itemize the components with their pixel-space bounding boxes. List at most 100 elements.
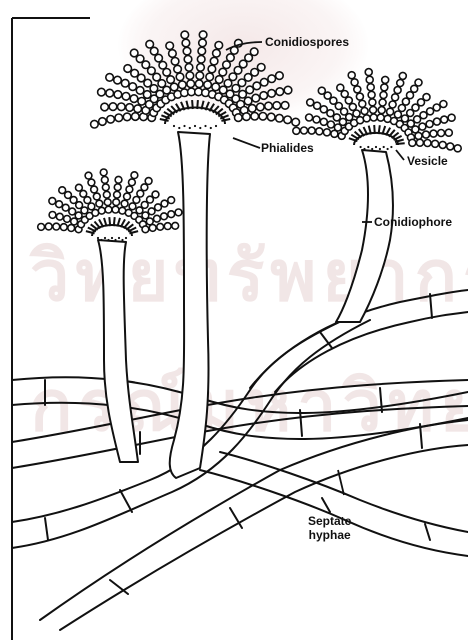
conidiospore bbox=[377, 114, 384, 121]
conidiospore bbox=[392, 94, 399, 101]
conidiospore bbox=[122, 93, 130, 101]
conidiospore bbox=[114, 184, 121, 191]
vesicle-dot bbox=[204, 125, 206, 127]
conidiospore bbox=[246, 86, 254, 94]
conidiospore bbox=[323, 129, 330, 136]
conidiospore bbox=[124, 193, 131, 200]
conidiospore bbox=[416, 139, 423, 146]
conidiospore bbox=[170, 83, 178, 91]
conidiospore bbox=[265, 102, 273, 110]
conidiospore bbox=[101, 177, 108, 184]
conidiospore bbox=[244, 97, 252, 105]
conidiospore bbox=[104, 199, 111, 206]
conidiospore bbox=[370, 114, 377, 121]
conidiospore bbox=[349, 103, 356, 110]
label-phialides: Phialides bbox=[261, 141, 314, 155]
conidiospore bbox=[227, 54, 235, 62]
label-conidiospores: Conidiospores bbox=[265, 35, 349, 49]
vesicle-dot bbox=[387, 148, 389, 150]
conidiospore bbox=[126, 186, 133, 193]
conidiospore bbox=[91, 120, 99, 128]
vesicle-dot bbox=[371, 148, 373, 150]
conidiospore bbox=[424, 140, 431, 147]
conidiospore bbox=[394, 87, 401, 94]
conidiospore bbox=[196, 72, 204, 80]
conidiospore bbox=[206, 73, 214, 81]
conidiospore bbox=[109, 103, 117, 111]
conidiospore bbox=[284, 116, 292, 124]
conidiospore bbox=[292, 118, 300, 126]
conidiospore bbox=[149, 225, 156, 232]
phialide bbox=[114, 217, 115, 226]
conidiospore bbox=[168, 211, 175, 218]
conidiospore bbox=[146, 40, 154, 48]
conidiospore bbox=[250, 48, 258, 56]
conidiospore bbox=[98, 88, 106, 96]
conidiospore bbox=[129, 83, 137, 91]
conidiospore bbox=[397, 80, 404, 87]
conidiospore bbox=[38, 224, 45, 231]
conidiospore bbox=[62, 204, 69, 211]
conidiospore bbox=[353, 110, 360, 117]
conidiospore bbox=[423, 131, 430, 138]
conidiospore bbox=[161, 200, 168, 207]
conidiospore bbox=[267, 113, 275, 121]
vesicle-dot bbox=[100, 239, 102, 241]
conidiospore bbox=[85, 172, 92, 179]
conidiospore bbox=[293, 127, 300, 134]
conidiospore bbox=[154, 215, 161, 222]
vesicle-dot bbox=[375, 146, 377, 148]
vesicle-dot bbox=[379, 148, 381, 150]
conidiospore bbox=[276, 114, 284, 122]
conidiospore bbox=[423, 94, 430, 101]
conidiospore bbox=[440, 101, 447, 108]
conidiospore bbox=[136, 87, 144, 95]
conidiospore bbox=[115, 114, 123, 122]
conidiospore bbox=[106, 89, 114, 97]
conidiospore bbox=[433, 104, 440, 111]
conidiospore bbox=[389, 101, 396, 108]
conidiospore bbox=[260, 78, 268, 86]
conidiospore bbox=[415, 132, 422, 139]
conidiospore bbox=[155, 54, 163, 62]
conidiospore bbox=[438, 130, 445, 137]
conidiospore bbox=[284, 86, 292, 94]
conidiospore bbox=[235, 114, 243, 122]
conidiospore bbox=[213, 49, 221, 57]
conidiospore bbox=[134, 105, 142, 113]
vesicle-dot bbox=[390, 146, 392, 148]
conidiospore bbox=[308, 127, 315, 134]
conidiospore bbox=[69, 208, 76, 215]
conidiospore bbox=[184, 56, 192, 64]
conidiospore bbox=[252, 94, 260, 102]
vesicle-dot bbox=[360, 146, 362, 148]
conidiospore bbox=[248, 105, 256, 113]
conidiospore bbox=[152, 191, 159, 198]
label-vesicle: Vesicle bbox=[407, 154, 448, 168]
vesicle-dot bbox=[194, 125, 196, 127]
conidiospore bbox=[276, 88, 284, 96]
conidiospore bbox=[118, 103, 126, 111]
conidiospore bbox=[101, 103, 109, 111]
conidiospore bbox=[380, 92, 387, 99]
phialide bbox=[197, 100, 198, 109]
left-head bbox=[38, 169, 182, 241]
conidiospore bbox=[341, 91, 348, 98]
conidiospore bbox=[182, 39, 190, 47]
conidiospore bbox=[243, 113, 251, 121]
vesicle-dot bbox=[210, 127, 212, 129]
conidiospore bbox=[198, 47, 206, 55]
conidiospore bbox=[114, 191, 121, 198]
conidiospore bbox=[187, 80, 195, 88]
vesicle-dot bbox=[125, 237, 127, 239]
conidiospore bbox=[251, 112, 259, 120]
conidiospore bbox=[348, 72, 355, 79]
conidiospore bbox=[197, 55, 205, 63]
conidiospore bbox=[276, 72, 284, 80]
conidiospore bbox=[369, 99, 376, 106]
conidiospore bbox=[420, 112, 427, 119]
conidiospore bbox=[370, 106, 377, 113]
conidiospore bbox=[103, 191, 110, 198]
conidiospore bbox=[123, 113, 131, 121]
